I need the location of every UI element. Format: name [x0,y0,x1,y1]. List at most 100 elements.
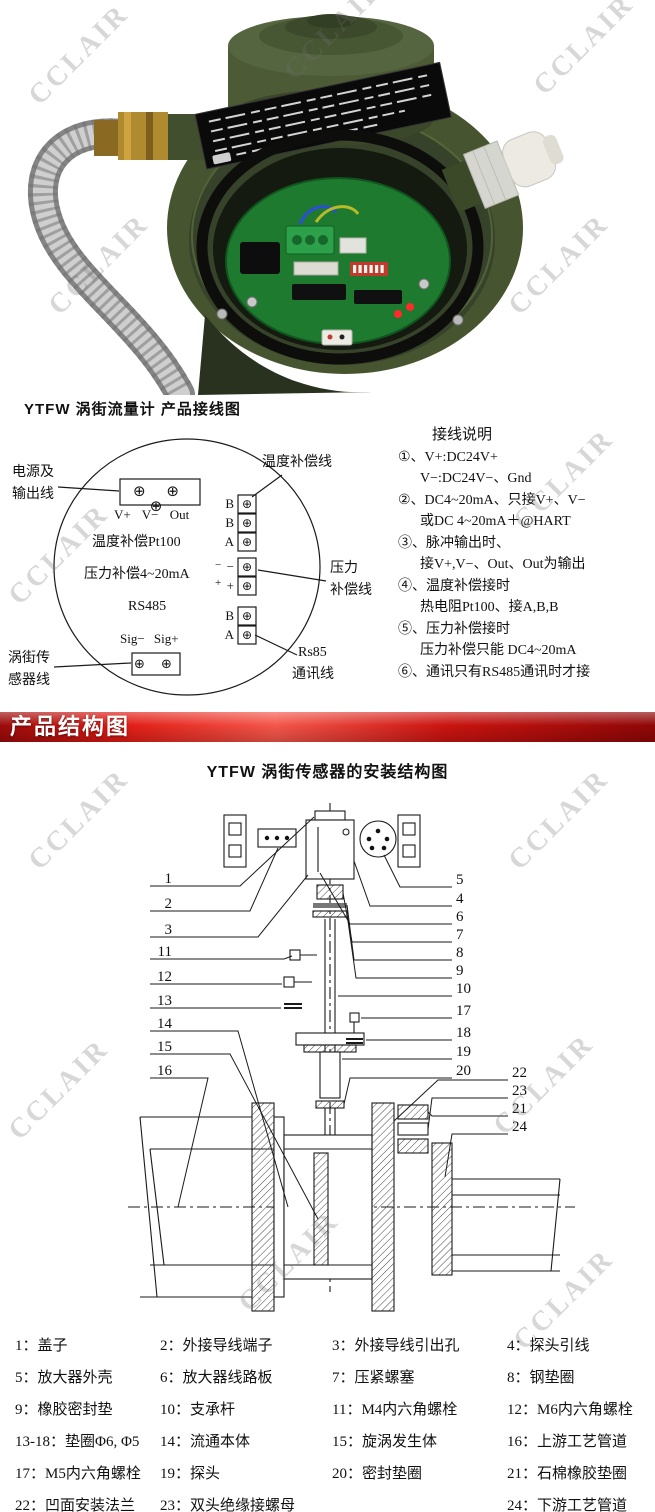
legend-item: 2：外接导线端子 [160,1338,273,1354]
note-line: V−:DC24V−、Gnd [420,471,532,486]
pcb-screw [246,296,258,308]
strip-letter: + [226,578,234,593]
legend-item: 17：M5内六角螺栓 [15,1466,141,1482]
structure-drawing [128,803,575,1312]
power-terminal-caption: V+ V− Out [114,507,190,522]
note-line: ⑥、通讯只有RS485通讯时才接 [398,665,591,680]
callout-number: 22 [512,1065,527,1081]
callout-number: 23 [512,1083,527,1099]
callout-number: 5 [456,872,464,888]
legend-item: 20：密封垫圈 [332,1466,423,1482]
terminal-screw-icons: ⊕ ⊕ [134,657,178,672]
callout-leader-lines [150,816,508,1220]
callout-number: 19 [456,1044,471,1060]
note-line: ②、DC4~20mA、只接V+、V− [398,493,586,508]
legend-item: 6：放大器线路板 [160,1370,273,1386]
terminal-screw-icon: ⊕ [241,497,253,511]
legend-item: 9：橡胶密封垫 [15,1402,113,1418]
wiring-section: YTFW 涡街流量计 产品接线图 [0,395,655,712]
note-line: 或DC 4~20mA＋@HART [420,514,571,529]
white-connector [339,237,367,254]
note-line: 接V+,V−、Out、Out为输出 [420,557,586,572]
legend-item: 12：M6内六角螺栓 [507,1402,633,1418]
callout-number: 18 [456,1025,471,1041]
callout-number: 4 [456,891,464,907]
callout-number: 14 [157,1016,173,1032]
wiring-title: YTFW 涡街流量计 产品接线图 [24,401,241,418]
terminal-screw-icons: ⊕ ⊕ ⊕ [133,482,187,515]
callout-number: 8 [456,945,464,961]
pressure-plus-sign: + [215,577,222,589]
wiring-note: ①、V+:DC24V+ V−:DC24V−、Gnd [398,447,654,489]
face-screws [216,308,464,326]
temp-comp-row-label: 温度补偿Pt100 [92,535,181,550]
callout-number: 9 [456,963,464,979]
pressure-minus-sign: − [215,559,222,571]
terminal-screw-icon: ⊕ [241,535,253,549]
callout-number: 17 [456,1003,472,1019]
strip-letter: B [225,608,234,623]
comm-line-label: 通讯线 [292,667,334,682]
callout-number: 10 [456,981,471,997]
wiring-notes: 接线说明 ①、V+:DC24V+ V−:DC24V−、Gnd ②、DC4~20m… [398,423,654,684]
pipe-assembly [139,1102,561,1312]
callout-number: 20 [456,1063,471,1079]
legend-item: 5：放大器外壳 [15,1370,113,1386]
callout-number: 24 [512,1119,528,1135]
red-led [406,303,414,311]
legend-item: 7：压紧螺塞 [332,1370,415,1386]
legend-item: 21：石棉橡胶垫圈 [507,1466,628,1482]
callout-number: 1 [165,871,173,887]
pressure-comp-row-label: 压力补偿4~20mA [84,567,190,582]
legend-item: 10：支承杆 [160,1402,236,1418]
downstream-flange [371,1102,395,1312]
circuit-board [225,177,451,346]
banner-title: 产品结构图 [10,714,131,739]
structure-diagram: 1 2 3 11 12 13 14 15 16 5 4 6 7 8 9 10 1… [128,803,575,1312]
note-line: ⑤、压力补偿接时 [398,622,510,637]
vortex-generator [313,1152,329,1266]
support-rod-assembly [283,884,365,1153]
note-line: ④、温度补偿接时 [398,579,510,594]
temp-line-label: 温度补偿线 [262,455,332,470]
red-led [394,310,402,318]
wiring-note: ②、DC4~20mA、只接V+、V− 或DC 4~20mA＋@HART [398,490,654,532]
product-photo [27,14,564,395]
power-line-label: 电源及 [12,465,54,480]
pressure-line-label: 补偿线 [330,583,372,598]
callout-number: 3 [165,922,173,938]
note-line: 热电阻Pt100、接A,B,B [420,600,559,615]
legend-item: 1：盖子 [15,1338,68,1354]
label-leader-lines [53,474,327,668]
strip-letter: B [225,515,234,530]
dip-switch [350,262,388,276]
wiring-note: ④、温度补偿接时 热电阻Pt100、接A,B,B [398,576,654,618]
legend-item: 16：上游工艺管道 [507,1434,628,1450]
legend-item: 24：下游工艺管道 [507,1498,628,1512]
callout-number: 7 [456,927,464,943]
legend-item: 15：旋涡发生体 [332,1434,438,1450]
section-banner: 产品结构图 [0,712,655,742]
instrument-assembly [223,810,421,880]
sensor-terminal-box [131,652,181,676]
legend-item: 23：双头绝缘接螺母 [160,1498,296,1512]
sensor-line-label: 涡街传 [8,651,50,666]
legend-item: 19：探头 [160,1466,221,1482]
callout-number: 2 [165,896,173,912]
sensor-line-label: 感器线 [8,673,50,688]
relay-component [240,242,280,274]
pcb-screw [418,278,430,290]
wiring-note: ③、脉冲输出时、 接V+,V−、Out、Out为输出 [398,533,654,575]
structure-section: YTFW 涡街传感器的安装结构图 [0,742,655,1322]
yellow-wire [314,205,360,223]
callout-numbers: 1 2 3 11 12 13 14 15 16 5 4 6 7 8 9 10 1… [157,871,528,1135]
transmitter-outline-circle [53,438,321,696]
ic-chip [354,290,402,304]
callout-number: 12 [157,969,172,985]
legend-item: 8：钢垫圈 [507,1370,575,1386]
terminal-screw-icon: ⊕ [241,628,253,642]
comm-line-label: Rs85 [298,645,327,660]
flex-conduit [27,118,195,395]
terminal-screw-icon: ⊕ [241,560,253,574]
